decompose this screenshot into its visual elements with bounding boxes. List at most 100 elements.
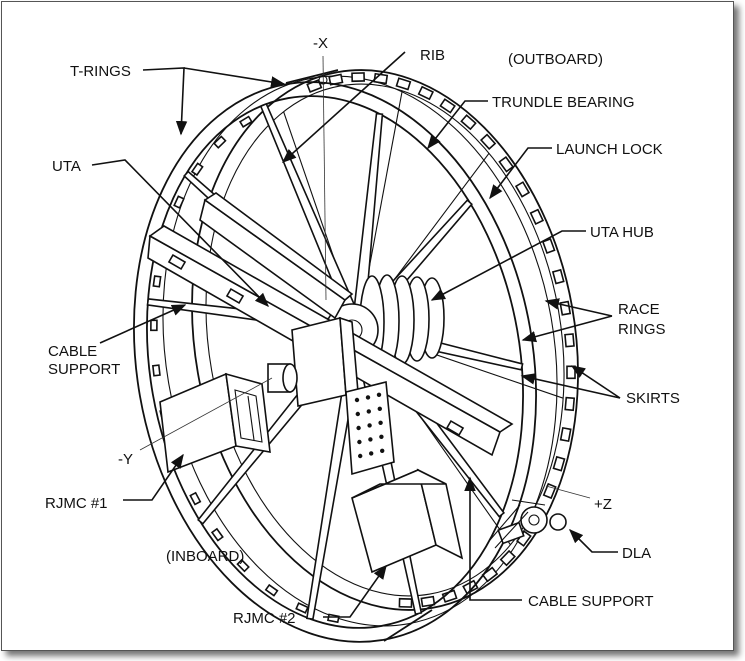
leader-t-rings-lower	[142, 67, 188, 136]
leader-uta	[91, 159, 270, 308]
motor-cylinder-end	[282, 363, 298, 393]
leader-skirts-upper	[570, 365, 621, 399]
bearing-tooth	[328, 73, 344, 86]
uta-arm	[199, 192, 354, 320]
label-inboard: (INBOARD)	[166, 548, 244, 565]
motor-block-front	[291, 316, 347, 407]
rjmc-2-box	[351, 468, 464, 574]
t-ring-clip	[150, 319, 158, 332]
label-t-rings: T-RINGS	[70, 63, 131, 80]
rjmc-1-box	[159, 372, 271, 474]
label-trundle-bearing: TRUNDLE BEARING	[492, 94, 635, 111]
plate-hole	[355, 411, 360, 417]
plate-hole	[354, 397, 360, 403]
label-uta: UTA	[52, 158, 81, 175]
leader-trundle-bearing	[427, 100, 488, 150]
plate-hole	[380, 448, 385, 453]
plate-hole	[357, 439, 362, 445]
plate-hole	[368, 437, 373, 442]
plate-hole	[358, 453, 363, 459]
label-race-rings-line-2: RINGS	[618, 321, 666, 338]
labels: T-RINGS -X RIB (OUTBOARD) TRUNDLE BEARIN…	[45, 35, 680, 627]
axis-minus-y-line	[139, 377, 273, 451]
plate-hole	[367, 423, 372, 428]
axis-minus-x-line	[322, 55, 327, 301]
axis-minus-x-marker	[318, 75, 328, 85]
race-ring	[162, 75, 558, 627]
label-dla: DLA	[622, 545, 651, 562]
t-ring-clip	[212, 135, 227, 149]
label-launch-lock: LAUNCH LOCK	[556, 141, 663, 158]
bearing-tooth	[529, 208, 545, 225]
perforated-plate	[345, 380, 395, 476]
bearing-tooth	[498, 155, 515, 173]
rjmc-1-front-face	[159, 372, 237, 474]
rjmc-1-panel	[234, 389, 263, 443]
dla-mechanism	[489, 499, 567, 549]
leader-launch-lock	[489, 147, 552, 200]
plate-hole	[366, 409, 371, 414]
bearing-tooth	[541, 237, 556, 255]
leader-rjmc-2	[323, 564, 387, 618]
rjmc-2-top-face	[351, 469, 447, 499]
label-minus-x: -X	[313, 35, 328, 52]
label-uta-hub: UTA HUB	[590, 224, 654, 241]
label-rjmc-1: RJMC #1	[45, 495, 108, 512]
label-plus-z: +Z	[594, 496, 612, 513]
bearing-tooth	[514, 181, 531, 198]
plate-hole	[376, 392, 382, 397]
bearing-tooth	[552, 455, 566, 472]
label-race-rings-line-1: RACE	[618, 301, 660, 318]
t-ring-clip	[152, 275, 162, 288]
dla-gear	[549, 513, 567, 531]
label-minus-y: -Y	[118, 451, 133, 468]
uta-arm-top	[203, 192, 354, 302]
rjmc-1-side-face	[225, 372, 271, 453]
bearing-tooth	[460, 114, 477, 131]
leader-lines	[91, 51, 621, 618]
inboard-inner-t-ring	[146, 95, 524, 629]
t-ring-clip	[238, 115, 253, 128]
rjmc-1-panel-line	[247, 395, 255, 441]
bearing-tooth	[564, 333, 575, 348]
axis-plus-z-line	[545, 485, 591, 499]
plate-hole	[365, 395, 371, 400]
bearing-tooth	[481, 566, 499, 583]
band-top-edge	[285, 69, 339, 84]
bearing-tooth	[499, 549, 516, 567]
bearing-tooth	[420, 595, 436, 608]
dla-linkage	[489, 499, 546, 549]
beam-bracket	[445, 419, 465, 437]
t-ring-clip	[190, 162, 204, 177]
t-ring-clip	[173, 195, 185, 209]
label-cable-support-left-line-2: SUPPORT	[48, 361, 120, 378]
band-bottom-edge	[383, 609, 433, 642]
bearing-tooth	[559, 426, 572, 443]
bearing-tooth	[417, 85, 435, 101]
bearing-tooth	[395, 77, 412, 91]
leader-race-rings-lower	[521, 315, 613, 343]
plate-hole	[378, 420, 383, 425]
dla-wheel-hub	[528, 514, 540, 526]
leader-rjmc-1	[123, 453, 184, 501]
leader-skirts-lower	[520, 373, 621, 399]
plate-hole	[356, 425, 361, 431]
label-skirts: SKIRTS	[626, 390, 680, 407]
ring-band-connectors	[285, 69, 433, 642]
label-outboard: (OUTBOARD)	[508, 51, 603, 68]
bearing-tooth	[479, 133, 497, 151]
t-ring-clip	[264, 583, 279, 597]
t-ring-clip	[189, 491, 202, 506]
t-ring-clip	[295, 602, 309, 614]
trundle-bearing-teeth	[306, 72, 576, 608]
t-ring-clip	[236, 558, 250, 573]
leader-t-rings-upper	[183, 67, 286, 88]
bearing-tooth	[439, 98, 456, 114]
plate-hole	[369, 451, 374, 456]
leader-uta-hub	[430, 230, 586, 301]
t-ring-clips	[150, 115, 340, 624]
leader-race-rings-upper	[544, 298, 613, 317]
drive-assembly	[267, 316, 395, 476]
leader-cable-support-bottom	[464, 476, 522, 601]
